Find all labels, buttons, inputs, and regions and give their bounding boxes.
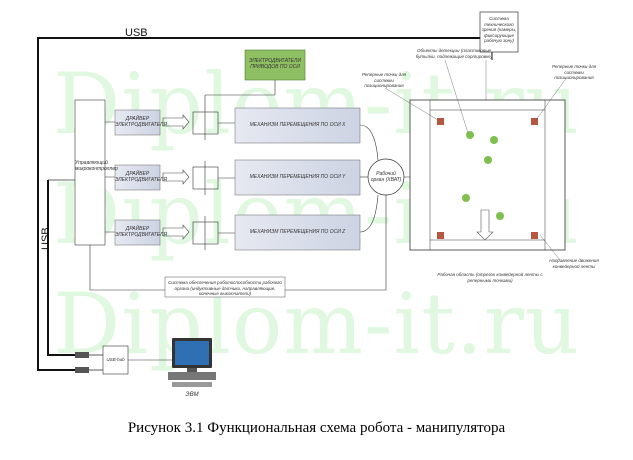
ref-point-br [531, 232, 538, 239]
usb-left-cable [47, 180, 75, 356]
object-dot [462, 194, 470, 202]
mechanism-x-box [234, 107, 361, 144]
figure-caption: Рисунок 3.1 Функциональная схема робота … [127, 420, 506, 436]
mechanism-y-box [234, 159, 361, 196]
motors-group-box [244, 49, 306, 81]
direction-arrow [476, 209, 494, 241]
object-dot [466, 131, 474, 139]
driver-label-3: ДРАЙВЕР ЭЛЕКТРОДВИГАТЕЛЯ [115, 226, 167, 238]
ref-point-tl [437, 118, 444, 125]
mechanism-x-label: МЕХАНИЗМ ПЕРЕМЕЩЕНИЯ ПО ОСИ X [249, 122, 346, 128]
usb-hub-box [102, 345, 129, 375]
motor-symbol-1 [192, 106, 219, 140]
arrow-driver-motor-2 [162, 169, 190, 185]
computer-icon [168, 338, 216, 387]
controller-label: Управляющий микроконтроллер [75, 160, 118, 172]
link-x-gripper [359, 124, 379, 161]
vision-box [479, 11, 519, 53]
usb-left-label: USB [40, 227, 52, 250]
usb-hub-label: USB-hub [106, 357, 125, 362]
object-dot [490, 136, 498, 144]
mechanism-z-label: МЕХАНИЗМ ПЕРЕМЕЩЕНИЯ ПО ОСИ Z [249, 229, 346, 235]
arrow-driver-motor-3 [162, 224, 190, 240]
motors-group-label: ЭЛЕКТРОДВИГАТЕЛИ ПРИВОДОВ ПО ОСИ [248, 58, 302, 70]
work-area-label: Рабочая область (отрезок конвейерной лен… [437, 272, 543, 283]
usb-plug-2 [75, 367, 89, 373]
usb-top-label: USB [125, 27, 148, 39]
controller-box [74, 99, 106, 246]
object-dot [484, 156, 492, 164]
ref-right-label: Реперные точки для системы позиционирова… [551, 64, 597, 80]
link-z-gripper [359, 194, 379, 233]
driver-label-2: ДРАЙВЕР ЭЛЕКТРОДВИГАТЕЛЯ [115, 171, 167, 183]
driver-label-1: ДРАЙВЕР ЭЛЕКТРОДВИГАТЕЛЯ [115, 116, 167, 128]
gripper-label: Рабочий орган (ХВАТ) [370, 171, 402, 183]
computer-label: ЭВМ [185, 392, 199, 398]
driver-box-1 [114, 109, 161, 136]
feedback-label: Система обеспечения работоспособности ра… [168, 280, 282, 296]
arrow-driver-motor-1 [162, 114, 190, 130]
vision-label: Система технического зрения (камеры, фик… [481, 16, 517, 43]
driver-box-2 [114, 164, 161, 191]
direction-label: Направление движения конвейерной ленты [549, 258, 599, 269]
usb-left-cable-2 [37, 345, 75, 371]
feedback-box [164, 276, 286, 298]
motor-symbol-2 [192, 161, 219, 195]
usb-top-wire [37, 37, 492, 345]
usb-plug-1 [75, 352, 89, 358]
ref-left-label: Реперные точки для системы позиционирова… [361, 72, 407, 88]
motor-symbol-3 [192, 216, 219, 250]
objects-label: Объекты детекции (пластиковые бутылки, п… [415, 48, 493, 59]
mechanism-z-box [234, 214, 361, 251]
mechanism-y-label: МЕХАНИЗМ ПЕРЕМЕЩЕНИЯ ПО ОСИ Y [249, 174, 346, 180]
driver-box-3 [114, 219, 161, 246]
object-dot [496, 212, 504, 220]
ref-point-bl [437, 232, 444, 239]
ref-point-tr [531, 118, 538, 125]
